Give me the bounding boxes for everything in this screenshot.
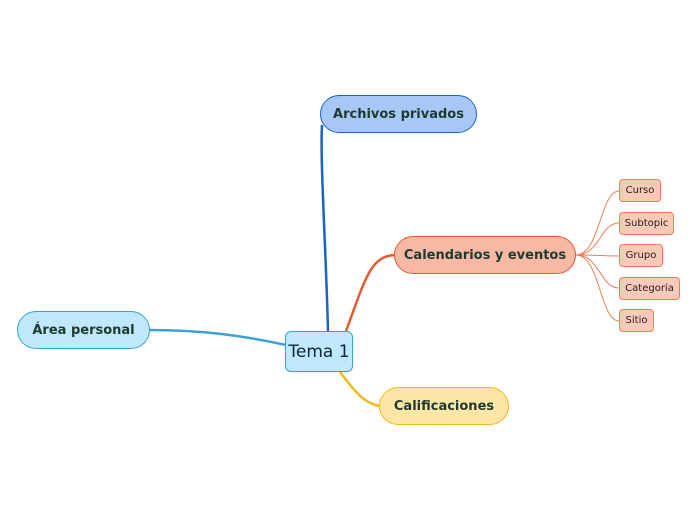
subtopic-sitio[interactable]: Sitio <box>619 309 654 332</box>
connector-calificaciones <box>339 371 381 408</box>
topic-calendarios-y-eventos[interactable]: Calendarios y eventos <box>394 236 576 274</box>
connector-area-personal <box>148 328 287 347</box>
topic-calificaciones[interactable]: Calificaciones <box>379 387 509 425</box>
connector-grupo <box>575 254 620 257</box>
connector-calendarios-y-eventos <box>344 253 396 332</box>
topic-archivos-privados[interactable]: Archivos privados <box>320 95 477 133</box>
topic-area-personal[interactable]: Área personal <box>17 311 150 349</box>
subtopic-subtopic[interactable]: Subtopic <box>619 212 674 235</box>
subtopic-grupo[interactable]: Grupo <box>619 244 663 267</box>
connector-curso <box>575 190 620 256</box>
central-topic[interactable]: Tema 1 <box>285 331 353 372</box>
connector-archivos-privados <box>320 124 330 332</box>
connector-categoria <box>575 254 620 289</box>
connector-sitio <box>575 254 620 322</box>
subtopic-curso[interactable]: Curso <box>619 179 661 202</box>
subtopic-connectors <box>575 190 620 322</box>
connector-subtopic <box>575 222 620 256</box>
subtopic-categoria[interactable]: Categoría <box>619 277 680 300</box>
